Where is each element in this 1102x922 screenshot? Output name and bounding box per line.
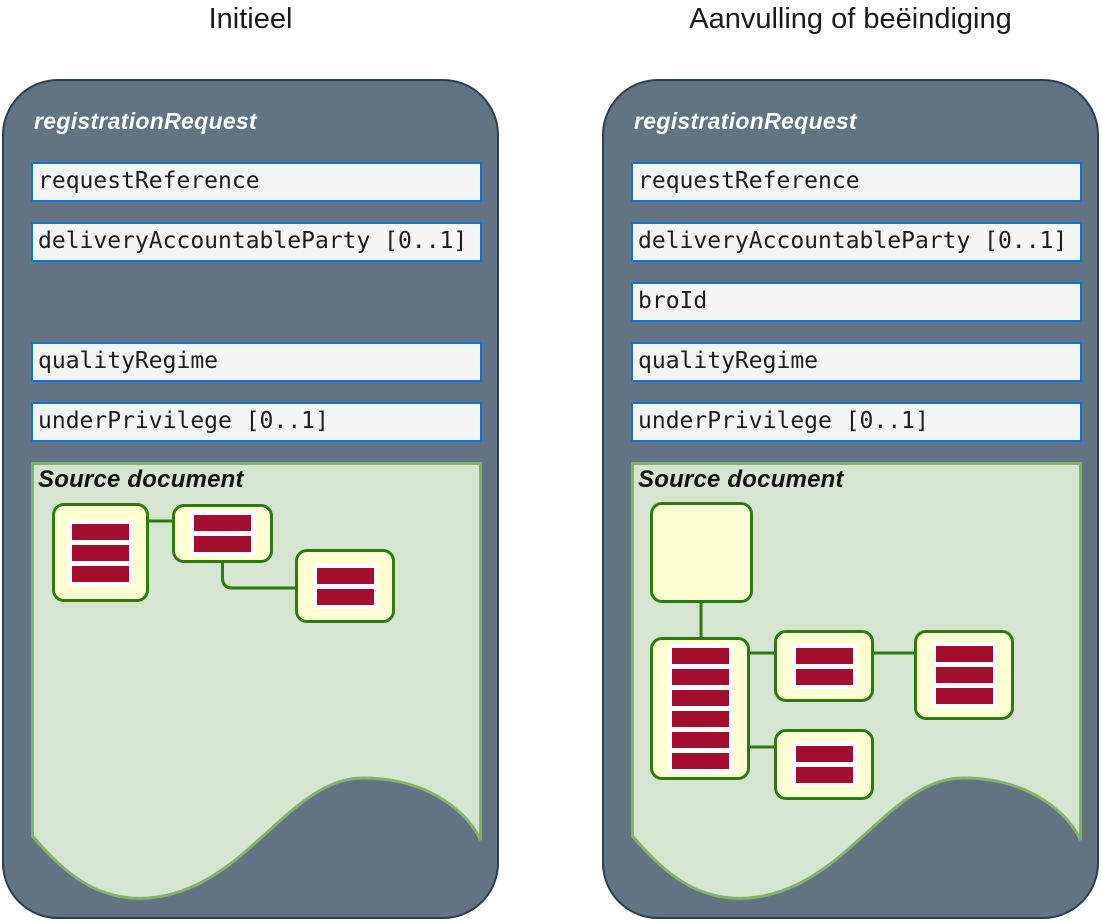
doc-box-6bars [650, 637, 750, 780]
doc-bar [316, 588, 374, 605]
doc-bar [316, 567, 374, 584]
field-qualityRegime: qualityRegime [31, 342, 482, 382]
field-underPrivilege: underPrivilege [0..1] [31, 402, 482, 442]
doc-bar [671, 648, 729, 664]
field-deliveryAccountableParty: deliveryAccountableParty [0..1] [631, 222, 1082, 262]
doc-bars [68, 519, 133, 586]
field-broId: broId [631, 282, 1082, 322]
field-requestReference: requestReference [31, 162, 482, 202]
heading-initieel: Initieel [208, 3, 293, 35]
doc-box-2bars-a [172, 504, 273, 563]
doc-bar [194, 515, 251, 531]
doc-bar [72, 523, 129, 540]
doc-bars [791, 742, 857, 787]
doc-bars [312, 563, 378, 609]
doc-box-2bars-b [774, 729, 874, 800]
connector-line [221, 563, 295, 590]
doc-box-2bars-a [774, 630, 874, 702]
panel-registration-request-initieel: registrationRequest requestReference deli… [2, 79, 499, 919]
doc-bar [935, 667, 993, 683]
registration-request-title: registrationRequest [634, 108, 857, 134]
doc-bar [795, 746, 853, 762]
doc-bar [194, 536, 251, 552]
doc-bar [795, 767, 853, 783]
source-document-label: Source document [38, 466, 244, 493]
source-document-area: Source document [31, 462, 482, 903]
doc-bar [671, 711, 729, 727]
doc-bars [667, 644, 733, 773]
doc-bars [791, 643, 857, 689]
source-document-area: Source document [631, 462, 1082, 903]
heading-aanvulling-of-beeindiging: Aanvulling of beëindiging [689, 3, 1012, 35]
doc-bar [671, 669, 729, 685]
field-qualityRegime: qualityRegime [631, 342, 1082, 382]
source-document-label: Source document [638, 466, 844, 493]
doc-box-3bars [52, 503, 149, 602]
registration-request-title: registrationRequest [34, 108, 257, 134]
doc-box-3bars [914, 630, 1014, 720]
doc-box-2bars-b [295, 549, 395, 623]
doc-bar [72, 565, 129, 582]
field-requestReference: requestReference [631, 162, 1082, 202]
doc-bar [935, 646, 993, 662]
doc-box-empty [650, 502, 753, 603]
doc-bar [671, 690, 729, 706]
panel-registration-request-aanvulling: registrationRequest requestReference deli… [602, 79, 1099, 919]
field-underPrivilege: underPrivilege [0..1] [631, 402, 1082, 442]
field-deliveryAccountableParty: deliveryAccountableParty [0..1] [31, 222, 482, 262]
doc-bars [190, 511, 255, 556]
doc-bar [671, 732, 729, 748]
doc-bar [795, 647, 853, 664]
doc-bars [931, 642, 997, 708]
doc-bar [671, 753, 729, 769]
doc-bar [935, 688, 993, 704]
doc-bar [72, 544, 129, 561]
doc-bar [795, 668, 853, 685]
